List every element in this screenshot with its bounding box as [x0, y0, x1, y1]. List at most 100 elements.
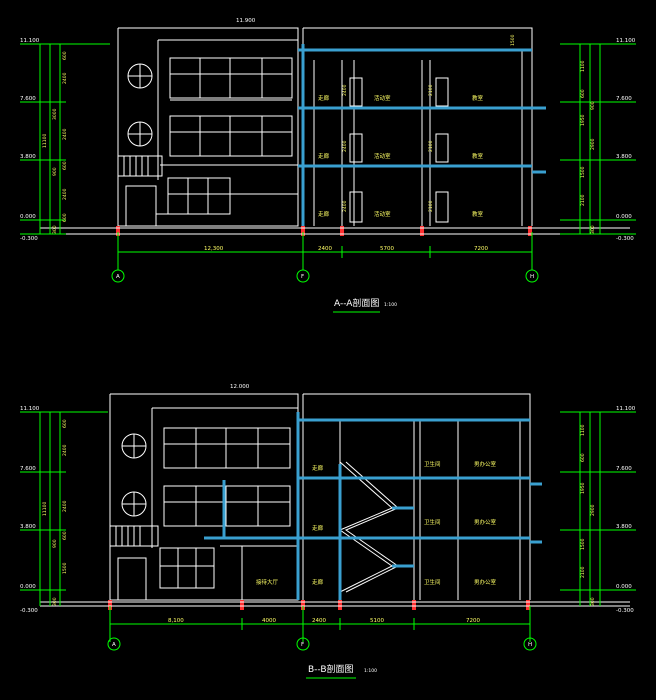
b-top-elev: 12.000	[230, 384, 250, 390]
section-a-scale: 1:100	[384, 302, 397, 308]
b-left-dim-4: 11100	[42, 502, 48, 516]
a-left-elev-3: 3.800	[20, 154, 36, 160]
axis-bubble-a-2	[296, 269, 310, 283]
a-left-elev-4: 0.000	[20, 214, 36, 220]
a-right-dim-8: 300	[590, 225, 596, 234]
a-height-6: 2100	[428, 200, 434, 212]
a-right-dim-2: 600	[580, 89, 586, 98]
cut-section-outline	[303, 27, 533, 226]
b-right-elev-1: 11.100	[616, 406, 636, 412]
b-left-elev-2: 7.600	[20, 466, 36, 472]
a-room-4: 走廊	[318, 152, 330, 160]
b-left-elev-4: 0.000	[20, 584, 36, 590]
b-bottom-dim-3: 2400	[312, 618, 326, 624]
b-right-elev-2: 7.600	[616, 466, 632, 472]
b-axis-2: F	[301, 642, 304, 648]
a-right-elev-2: 7.600	[616, 96, 632, 102]
a-left-dim-2: 2400	[62, 72, 68, 84]
a-left-dim-4: 11100	[42, 134, 48, 148]
section-b	[109, 393, 531, 601]
b-right-dim-6: 2100	[580, 566, 586, 578]
a-axis-1: A	[116, 274, 120, 280]
b-room-4: 走廊	[312, 524, 324, 532]
a-axis-3: H	[530, 274, 534, 280]
a-right-dim-5: 1500	[580, 166, 586, 178]
a-left-elev-5: -0.300	[20, 236, 38, 242]
a-left-dim-3: 2400	[62, 128, 68, 140]
a-room-5: 活动室	[374, 152, 391, 160]
axis-bubble-b-2	[296, 637, 310, 651]
b-left-dim-8: 300	[52, 597, 58, 606]
axis-bubble-a-1	[111, 269, 125, 283]
b-cut-outline	[303, 393, 531, 600]
a-room-7: 走廊	[318, 210, 330, 218]
b-left-dim-3: 2400	[62, 500, 68, 512]
a-height-5: 2100	[428, 140, 434, 152]
window-grid-f3	[169, 57, 293, 99]
a-height-4: 2100	[428, 84, 434, 96]
b-entrance-door	[117, 557, 147, 601]
a-room-6: 教室	[472, 152, 484, 160]
b-right-dim-1: 1100	[580, 424, 586, 436]
a-bottom-dim-1: 12,300	[204, 246, 224, 252]
section-b-column-cuts	[108, 600, 530, 610]
a-top-elev: 11.900	[236, 18, 256, 24]
section-a-title: A--A剖面图	[334, 297, 379, 309]
b-room-2: 卫生间	[424, 460, 441, 468]
b-window-grid-f2	[163, 485, 291, 527]
a-left-dim-5: 900	[52, 167, 58, 176]
axis-bubble-b-3	[523, 637, 537, 651]
b-right-elev-4: 0.000	[616, 584, 632, 590]
section-a	[117, 27, 533, 227]
b-right-elev-3: 3.800	[616, 524, 632, 530]
entrance-canopy	[117, 155, 163, 177]
a-left-dim-7: 2400	[62, 188, 68, 200]
b-room-6: 男办公室	[474, 518, 497, 526]
a-right-dim-4: 2900	[590, 138, 596, 150]
b-bottom-dim-1: 8,100	[168, 618, 184, 624]
a-height-7: 1500	[510, 34, 516, 46]
a-left-elev-2: 7.600	[20, 96, 36, 102]
entrance-door	[125, 185, 157, 227]
a-left-dim-8: 3000	[52, 108, 58, 120]
window-grid-f1	[167, 177, 231, 215]
b-right-dim-5: 1500	[580, 538, 586, 550]
b-axis-1: A	[112, 642, 116, 648]
b-left-dim-5: 900	[52, 539, 58, 548]
section-a-dimensions	[20, 43, 636, 313]
a-right-elev-1: 11.100	[616, 38, 636, 44]
b-room-10: 男办公室	[474, 578, 497, 586]
section-a-column-cuts	[116, 226, 532, 236]
a-left-dim-9: 600	[62, 213, 68, 222]
a-axis-2: F	[301, 274, 304, 280]
b-bottom-dim-2: 4000	[262, 618, 276, 624]
section-b-scale: 1:100	[364, 668, 377, 674]
b-left-elev-3: 3.800	[20, 524, 36, 530]
b-right-dim-2: 600	[580, 453, 586, 462]
b-bottom-dim-4: 5100	[370, 618, 384, 624]
a-right-dim-1: 1100	[580, 60, 586, 72]
b-window-grid-f1	[159, 547, 215, 589]
section-b-dimensions	[20, 411, 636, 679]
a-room-2: 活动室	[374, 94, 391, 102]
a-bottom-dim-3: 5700	[380, 246, 394, 252]
b-window-grid-f3	[163, 427, 291, 469]
window-grid-f2	[169, 115, 293, 157]
b-left-elev-5: -0.300	[20, 608, 38, 614]
b-right-dim-7: 300	[590, 597, 596, 606]
b-room-1: 走廊	[312, 464, 324, 472]
section-b-title: B--B剖面图	[308, 663, 354, 675]
b-bottom-dim-5: 7200	[466, 618, 480, 624]
b-left-dim-1: 600	[62, 419, 68, 428]
a-left-elev-1: 11.100	[20, 38, 40, 44]
b-left-elev-1: 11.100	[20, 406, 40, 412]
b-left-dim-6: 600	[62, 531, 68, 540]
a-bottom-dim-2: 2400	[318, 246, 332, 252]
b-left-block-outline	[109, 393, 299, 601]
a-right-dim-6: 2100	[580, 194, 586, 206]
a-bottom-dim-4: 7200	[474, 246, 488, 252]
a-left-dim-6: 600	[62, 161, 68, 170]
a-room-3: 教室	[472, 94, 484, 102]
